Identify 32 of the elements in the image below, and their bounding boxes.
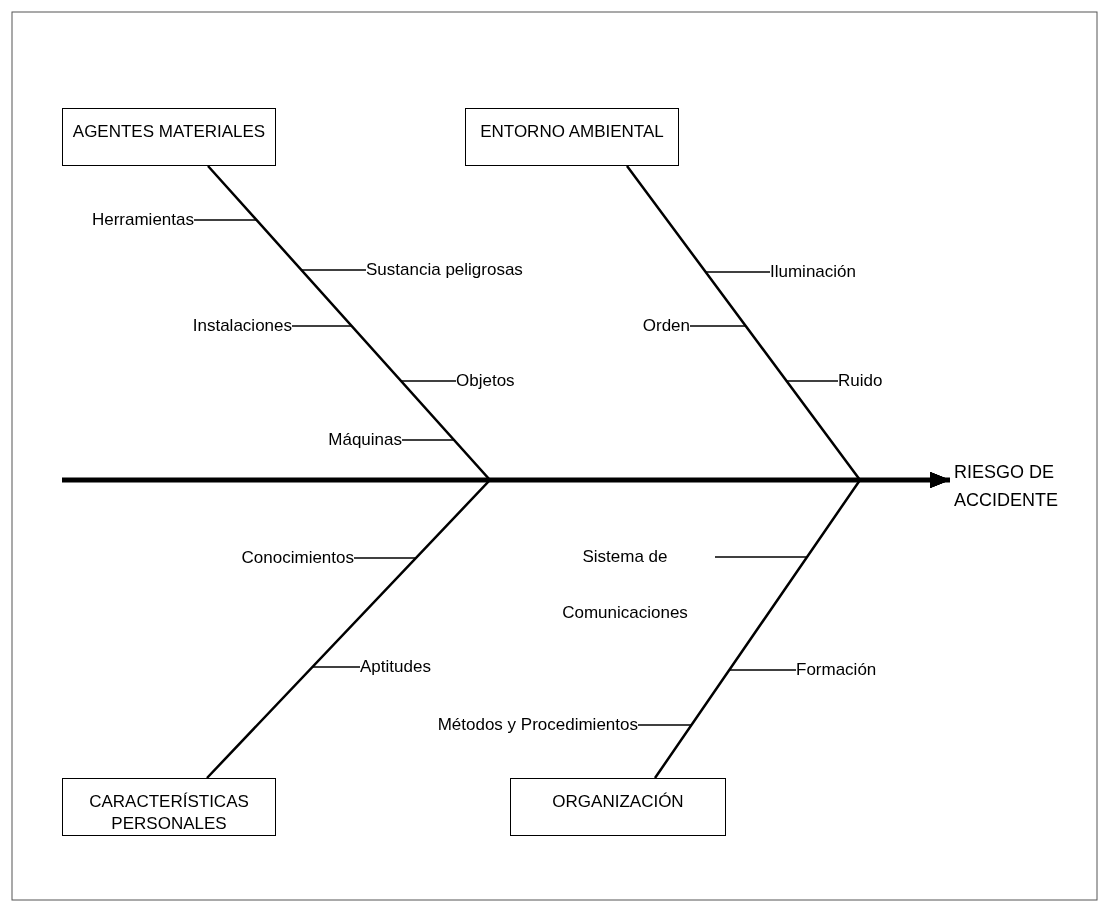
cause-label: Iluminación (770, 261, 856, 283)
leader-line (193, 219, 258, 221)
leader-line (705, 271, 771, 273)
leader-line (353, 557, 417, 559)
leader-line (401, 439, 455, 441)
cause-label: Conocimientos (241, 547, 354, 569)
leader-line (301, 269, 367, 271)
leader-line (786, 380, 839, 382)
cause-label: Sustancia peligrosas (366, 259, 523, 281)
cause-label: Orden (642, 315, 690, 337)
leader-line (728, 669, 797, 671)
cause-label: Aptitudes (360, 656, 431, 678)
cause-label: Formación (796, 659, 877, 681)
category-box: ORGANIZACIÓN (510, 778, 726, 836)
cause-label: Ruido (838, 370, 883, 392)
effect-label: RIESGO DE ACCIDENTE (954, 458, 1094, 514)
category-box: AGENTES MATERIALES (62, 108, 276, 166)
cause-label: Sistema de Comunicaciones (535, 529, 715, 641)
category-box: ENTORNO AMBIENTAL (465, 108, 679, 166)
leader-line (400, 380, 457, 382)
cause-label: Métodos y Procedimientos (437, 714, 638, 736)
category-box: CARACTERÍSTICAS PERSONALES (62, 778, 276, 836)
leader-line (311, 666, 361, 668)
cause-label: Objetos (456, 370, 515, 392)
leader-line (637, 724, 692, 726)
cause-label: Herramientas (91, 209, 194, 231)
cause-label: Máquinas (328, 429, 402, 451)
leader-line (291, 325, 353, 327)
leader-line (689, 325, 747, 327)
leader-line (714, 556, 808, 558)
bone-arrow (653, 472, 950, 779)
cause-label: Instalaciones (192, 315, 292, 337)
